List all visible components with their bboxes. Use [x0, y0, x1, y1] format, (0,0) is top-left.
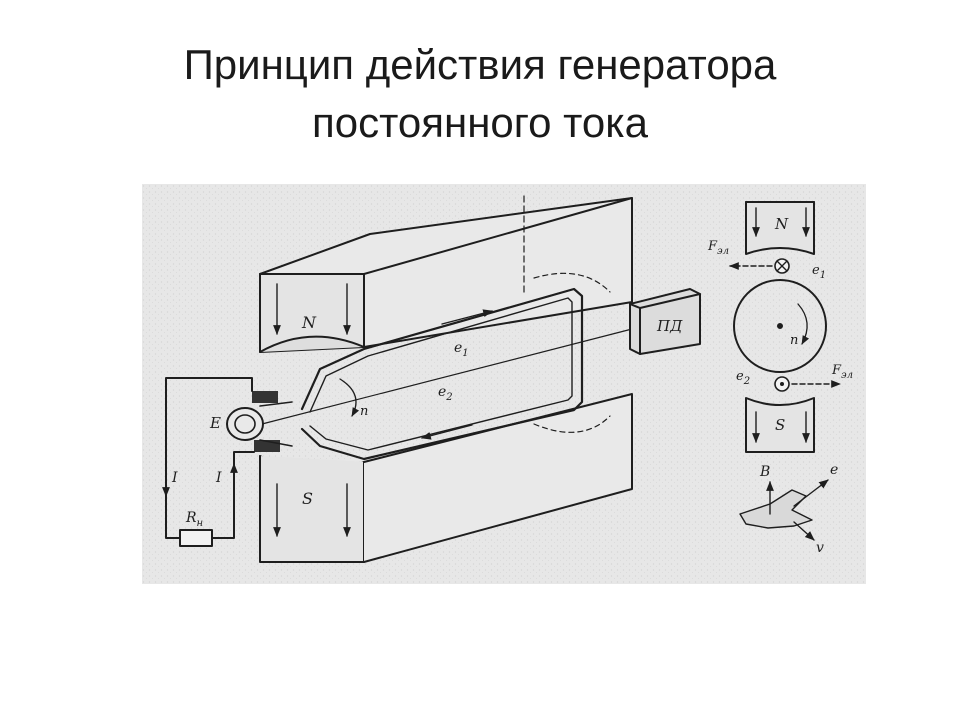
label-velocity-v: v [816, 540, 824, 556]
label-south-section: S [775, 416, 785, 434]
emf-2-subscript: 2 [445, 392, 452, 403]
label-north-pole: N [301, 313, 317, 332]
right-hand-rule-sketch [739, 479, 829, 541]
shaft-line [261, 328, 633, 425]
label-emf-2-section: e2 [736, 369, 750, 387]
generator-diagram: N S ПД E I I Rн e1 e2 n N S Fэл Fэл e1 e… [142, 184, 866, 584]
emf-1-section-symbol: e [812, 263, 820, 278]
force-top-subscript: эл [717, 246, 729, 257]
title-line-2: постоянного тока [312, 99, 648, 146]
force-bottom-symbol: F [831, 363, 842, 378]
external-circuit [162, 377, 255, 547]
label-field-b: B [759, 464, 770, 480]
prime-mover-block [629, 288, 701, 355]
label-rotation-coil: n [360, 404, 368, 419]
label-south-pole: S [302, 489, 313, 508]
rotating-coil [300, 272, 611, 461]
commutator-and-brushes [226, 391, 293, 452]
label-current-left: I [171, 470, 178, 486]
emf-2-section-symbol: e [736, 369, 744, 384]
load-resistor-symbol: R [185, 510, 197, 526]
emf-1-section-subscript: 1 [820, 270, 826, 281]
cross-section-view [729, 201, 841, 453]
title-line-1: Принцип действия генератора [183, 41, 777, 88]
label-force-top: Fэл [707, 239, 729, 257]
emf-2-symbol: e [438, 384, 446, 400]
magnet-pole-south [259, 393, 633, 563]
label-rotation-section: n [790, 333, 798, 348]
label-emf-1: e1 [454, 340, 469, 359]
force-top-symbol: F [707, 239, 718, 254]
label-emf-brush: E [209, 414, 221, 432]
label-current-right: I [215, 470, 222, 486]
magnet-pole-north [259, 195, 633, 353]
label-force-bottom: Fэл [831, 363, 853, 381]
emf-1-symbol: e [454, 340, 462, 356]
emf-1-subscript: 1 [462, 348, 468, 359]
force-bottom-subscript: эл [841, 370, 853, 381]
slide-title: Принцип действия генератора постоянного … [0, 36, 960, 152]
label-emf-1-section: e1 [812, 263, 826, 281]
label-north-section: N [774, 215, 789, 233]
load-resistor-subscript: н [197, 518, 204, 529]
label-load-resistor: Rн [185, 510, 203, 529]
label-emf-2: e2 [438, 384, 453, 403]
label-emf-e: e [830, 462, 838, 478]
emf-2-section-subscript: 2 [743, 376, 750, 387]
label-prime-mover: ПД [656, 317, 683, 335]
